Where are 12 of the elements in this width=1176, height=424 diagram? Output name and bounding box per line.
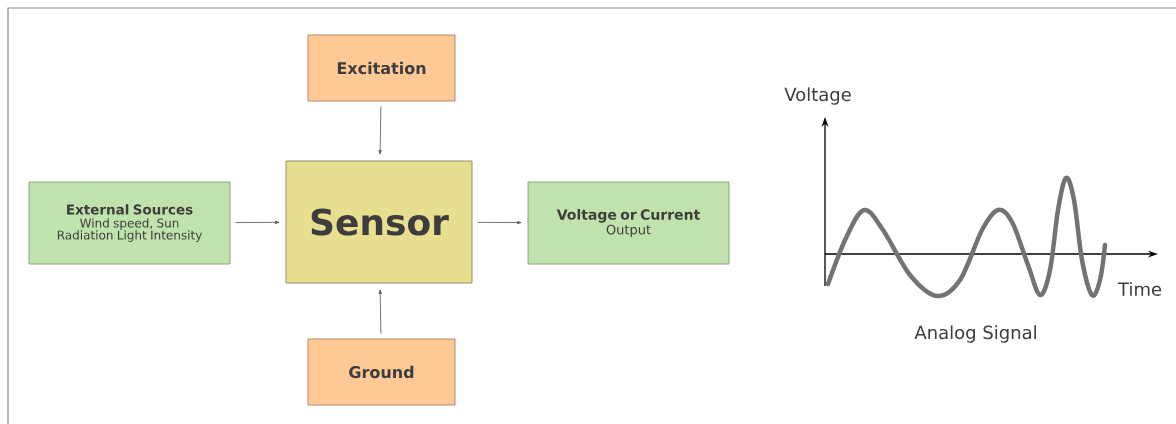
axis-label: Voltage (784, 87, 851, 105)
axis-label: Analog Signal (914, 325, 1036, 343)
sensor-box: Sensor (285, 160, 473, 284)
arrow (378, 106, 382, 155)
arrow (477, 221, 522, 225)
source-box: Excitation (307, 34, 456, 102)
output-box: Voltage or Current Output (527, 181, 730, 265)
source-box: External Sources Wind speed, Sun Radiation Light Intensity (28, 181, 231, 265)
source-box: Ground (307, 338, 456, 406)
arrow (235, 220, 280, 224)
axis-label: Time (1117, 282, 1162, 296)
arrow (378, 289, 382, 334)
